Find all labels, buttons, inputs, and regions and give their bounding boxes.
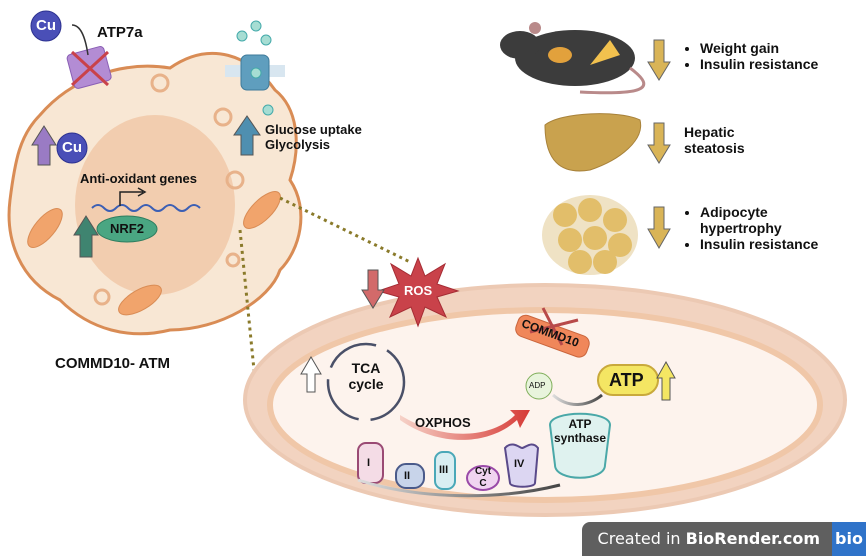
atp-synthase-text-1: ATP [568, 417, 592, 431]
cell-mitochondrion [27, 191, 281, 316]
nrf2-label: NRF2 [110, 221, 144, 236]
complex-iv [503, 443, 540, 488]
copper-intracellular-label: Cu [62, 139, 82, 156]
atp7a-label: ATP7a [97, 24, 143, 41]
watermark-prefix: Created in [597, 529, 686, 548]
adipose-outcomes: Adipocyte hypertrophy Insulin resistance [680, 204, 818, 252]
glucose-uptake-label: Glucose uptake Glycolysis [265, 122, 362, 153]
tca-cycle-label: TCA cycle [346, 360, 386, 392]
outcome-item: Hepatic [684, 124, 735, 140]
commd10-protein [515, 307, 590, 358]
up-arrow-nrf2-icon [73, 215, 99, 258]
copper-label: Cu [36, 17, 56, 34]
biorender-watermark[interactable]: Created in BioRender.com bio [581, 522, 866, 556]
glucose-uptake-text: Glucose uptake [265, 122, 362, 137]
liver-outcomes: Hepatic steatosis [684, 124, 745, 156]
complex-iii-label: III [439, 464, 449, 476]
ros-label: ROS [404, 283, 433, 298]
oxphos-label: OXPHOS [415, 415, 471, 430]
adipose-tissue-illustration [542, 195, 638, 275]
down-arrow-mouse-icon [647, 39, 671, 81]
down-arrow-liver-icon [647, 122, 671, 164]
nrf2-protein [96, 215, 158, 243]
up-arrow-copper-icon [31, 125, 57, 166]
cycle-text: cycle [348, 376, 384, 393]
electron-flow-arrow [357, 478, 561, 498]
up-arrow-atp-icon [656, 360, 676, 401]
complex-ii [395, 463, 425, 489]
transcription-arrow-icon [119, 187, 147, 206]
cytochrome-c-label: Cyt C [474, 466, 492, 489]
atp-synthase-label: ATP synthase [552, 417, 608, 446]
ros-burst [376, 256, 460, 328]
tca-text: TCA [351, 360, 381, 376]
atp-synthase [548, 412, 612, 479]
dna-strand [91, 204, 201, 212]
outcome-item: steatosis [684, 140, 745, 157]
complex-i [357, 442, 384, 484]
tca-cycle-ring [326, 342, 406, 422]
adp-to-atp-arrow [552, 393, 603, 406]
atp-label: ATP [609, 370, 644, 390]
copper-ion-intracellular [56, 132, 88, 164]
adp-label: ADP [529, 381, 546, 390]
watermark-brand: BioRender.com [685, 529, 820, 548]
up-arrow-glucose-icon [233, 115, 261, 156]
up-arrow-tca-icon [300, 356, 322, 393]
outcome-item: Insulin resistance [700, 236, 818, 252]
cell-title: COMMD10- ATM [55, 355, 170, 372]
complex-ii-label: II [404, 470, 411, 482]
biorender-logo-icon: bio [832, 522, 866, 556]
complex-iv-label: IV [514, 458, 525, 470]
glycolysis-text: Glycolysis [265, 136, 331, 152]
outcome-item: Weight gain [700, 40, 818, 56]
zoom-guide-lines [238, 196, 411, 381]
complex-iii [434, 451, 456, 490]
liver-illustration [544, 113, 642, 172]
vesicles [93, 73, 245, 306]
mouse-illustration [500, 22, 646, 95]
complex-i-label: I [367, 457, 371, 469]
atp-molecule [597, 364, 659, 396]
outcome-item: Adipocyte hypertrophy [700, 204, 810, 236]
mouse-outcomes: Weight gain Insulin resistance [680, 40, 818, 72]
down-arrow-ros-icon [361, 269, 385, 309]
watermark-text: Created in BioRender.com [581, 522, 832, 556]
nucleus [75, 115, 235, 295]
copper-ion-exported [30, 10, 62, 42]
glucose-transporter [225, 20, 285, 116]
cytochrome-c [466, 465, 500, 491]
antioxidant-genes-label: Anti-oxidant genes [80, 171, 198, 186]
oxphos-arrow [400, 410, 530, 440]
atp-synthase-text-2: synthase [553, 430, 607, 445]
adp-molecule [525, 372, 553, 400]
outcome-item: Insulin resistance [700, 56, 818, 72]
down-arrow-adipose-icon [647, 206, 671, 249]
atp7a-transporter [66, 24, 112, 89]
